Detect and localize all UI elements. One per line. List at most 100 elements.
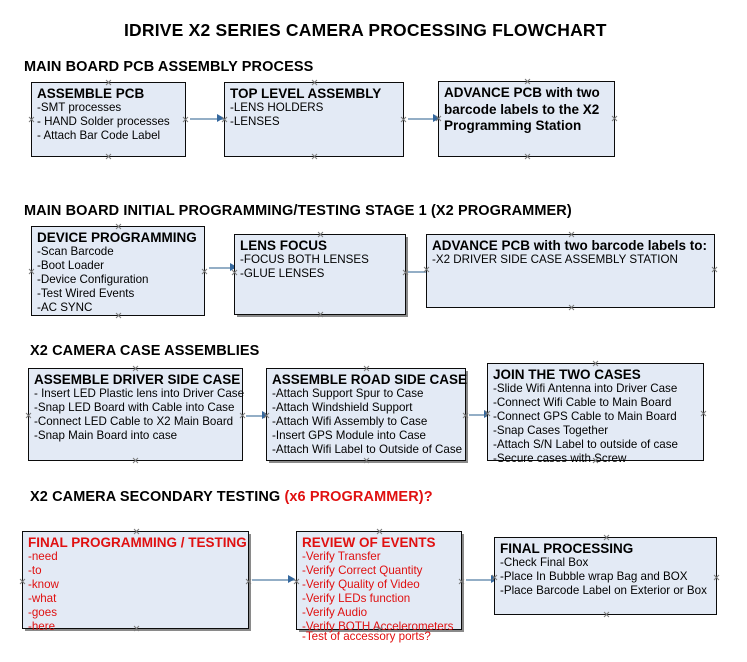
node-header: ADVANCE PCB with two barcode labels to: xyxy=(432,238,708,253)
connector-handle-bottom[interactable] xyxy=(363,457,370,464)
arrow-shaft xyxy=(408,118,440,120)
node-line: - Attach Bar Code Label xyxy=(37,129,161,142)
connector-handle-top[interactable] xyxy=(311,79,318,86)
connector-handle-right[interactable] xyxy=(611,115,618,122)
connector-handle-bottom[interactable] xyxy=(311,153,318,160)
node-line: -Scan Barcode xyxy=(37,245,114,258)
node-line: -AC SYNC xyxy=(37,301,93,314)
connector-handle-top[interactable] xyxy=(317,231,324,238)
arrow-assemble-pcb-to-top-level xyxy=(190,114,224,123)
section-heading-1: MAIN BOARD PCB ASSEMBLY PROCESS xyxy=(24,59,313,75)
node-top-level-assembly[interactable]: TOP LEVEL ASSEMBLY -LENS HOLDERS -LENSES xyxy=(224,82,404,157)
node-line: -need xyxy=(28,550,58,563)
section-heading-1-text: MAIN BOARD PCB ASSEMBLY PROCESS xyxy=(24,59,314,75)
node-final-processing[interactable]: FINAL PROCESSING -Check Final Box -Place… xyxy=(494,537,717,615)
connector-handle-top[interactable] xyxy=(115,223,122,230)
node-line: -Slide Wifi Antenna into Driver Case xyxy=(493,382,678,395)
node-header: TOP LEVEL ASSEMBLY xyxy=(230,86,382,101)
connector-handle-left[interactable] xyxy=(25,412,32,419)
connector-handle-bottom[interactable] xyxy=(568,304,575,311)
arrow-head xyxy=(230,263,237,271)
connector-handle-top[interactable] xyxy=(363,365,370,372)
connector-handle-top[interactable] xyxy=(603,534,610,541)
node-lens-focus[interactable]: LENS FOCUS -FOCUS BOTH LENSES -GLUE LENS… xyxy=(234,234,406,315)
connector-handle-top[interactable] xyxy=(524,78,531,85)
node-line: -Insert GPS Module into Case xyxy=(272,429,427,442)
node-line: -Test Wired Events xyxy=(37,287,135,300)
connector-handle-right[interactable] xyxy=(245,578,252,585)
node-line: -Verify Correct Quantity xyxy=(302,564,423,577)
connector-handle-right[interactable] xyxy=(458,578,465,585)
connector-handle-bottom[interactable] xyxy=(132,457,139,464)
connector-handle-right[interactable] xyxy=(400,116,407,123)
connector-handle-right[interactable] xyxy=(239,412,246,419)
node-line: -Secure cases with Screw xyxy=(493,452,627,465)
node-line: -Verify Audio xyxy=(302,606,368,619)
node-line: -Verify Quality of Video xyxy=(302,578,420,591)
node-header: FINAL PROGRAMMING / TESTING xyxy=(28,535,247,550)
connector-handle-top[interactable] xyxy=(376,528,383,535)
node-line: -here xyxy=(28,620,56,633)
node-line: -Connect Wifi Cable to Main Board xyxy=(493,396,672,409)
connector-handle-left[interactable] xyxy=(28,116,35,123)
connector-handle-top[interactable] xyxy=(132,365,139,372)
connector-handle-bottom[interactable] xyxy=(524,153,531,160)
node-line: -LENS HOLDERS xyxy=(230,101,324,114)
node-header: DEVICE PROGRAMMING xyxy=(37,230,197,245)
section-heading-4-text: X2 CAMERA SECONDARY TESTING xyxy=(30,489,285,505)
arrow-shaft xyxy=(469,414,491,416)
arrow-shaft xyxy=(209,267,237,269)
node-line: -to xyxy=(28,564,42,577)
connector-handle-bottom[interactable] xyxy=(105,153,112,160)
node-line: -Place In Bubble wrap Bag and BOX xyxy=(500,570,688,583)
connector-handle-bottom[interactable] xyxy=(317,311,324,318)
node-line-overflow: -Test of accessory ports? xyxy=(302,630,431,643)
node-join-the-two-cases[interactable]: JOIN THE TWO CASES -Slide Wifi Antenna i… xyxy=(487,360,707,465)
node-header: ASSEMBLE DRIVER SIDE CASE xyxy=(34,372,241,387)
connector-handle-right[interactable] xyxy=(700,410,707,417)
node-line: -Snap Main Board into case xyxy=(34,429,178,442)
node-line: -what xyxy=(28,592,57,605)
node-final-programming-testing[interactable]: FINAL PROGRAMMING / TESTING -need -to -k… xyxy=(19,528,252,633)
node-device-programming[interactable]: DEVICE PROGRAMMING -Scan Barcode -Boot L… xyxy=(31,226,205,316)
node-line: -goes xyxy=(28,606,58,619)
connector-handle-left[interactable] xyxy=(19,578,26,585)
arrow-device-programming-to-lens-focus xyxy=(209,263,237,272)
node-line: -Verify LEDs function xyxy=(302,592,411,605)
connector-handle-top[interactable] xyxy=(568,231,575,238)
connector-handle-right[interactable] xyxy=(462,412,469,419)
node-line: -SMT processes xyxy=(37,101,122,114)
connector-handle-top[interactable] xyxy=(592,360,599,367)
arrow-final-programming-to-review xyxy=(252,575,295,584)
section-heading-2: MAIN BOARD INITIAL PROGRAMMING/TESTING S… xyxy=(24,203,572,219)
arrow-shaft xyxy=(252,579,295,581)
arrow-shaft xyxy=(190,118,224,120)
arrow-shaft xyxy=(246,415,269,417)
node-header: LENS FOCUS xyxy=(240,238,328,253)
connector-handle-top[interactable] xyxy=(133,528,140,535)
node-assemble-driver-side-case[interactable]: ASSEMBLE DRIVER SIDE CASE - Insert LED P… xyxy=(25,365,246,464)
connector-handle-right[interactable] xyxy=(201,268,208,275)
connector-handle-right[interactable] xyxy=(713,574,720,581)
connector-handle-right[interactable] xyxy=(182,116,189,123)
arrow-head xyxy=(262,411,269,419)
node-line: -LENSES xyxy=(230,115,280,128)
node-header: ADVANCE PCB with two barcode labels to t… xyxy=(444,85,600,133)
arrow-shaft xyxy=(466,579,498,581)
node-line: -Device Configuration xyxy=(37,273,149,286)
node-review-of-events[interactable]: REVIEW OF EVENTS -Verify Transfer -Verif… xyxy=(296,528,465,643)
arrow-head xyxy=(288,575,295,583)
node-assemble-pcb[interactable]: ASSEMBLE PCB -SMT processes - HAND Solde… xyxy=(31,82,186,157)
node-advance-pcb-programming-station[interactable]: ADVANCE PCB with two barcode labels to t… xyxy=(438,81,615,157)
node-advance-pcb-driver-side-station[interactable]: ADVANCE PCB with two barcode labels to: … xyxy=(426,234,715,308)
connector-handle-bottom[interactable] xyxy=(603,611,610,618)
connector-handle-left[interactable] xyxy=(28,268,35,275)
connector-handle-top[interactable] xyxy=(105,79,112,86)
arrow-head xyxy=(433,114,440,122)
node-assemble-road-side-case[interactable]: ASSEMBLE ROAD SIDE CASE -Attach Support … xyxy=(266,365,469,464)
node-line: -Attach Windshield Support xyxy=(272,401,413,414)
connector-handle-right[interactable] xyxy=(711,266,718,273)
node-line: - Insert LED Plastic lens into Driver Ca… xyxy=(34,387,245,400)
section-heading-4: X2 CAMERA SECONDARY TESTING (x6 PROGRAMM… xyxy=(30,489,433,505)
